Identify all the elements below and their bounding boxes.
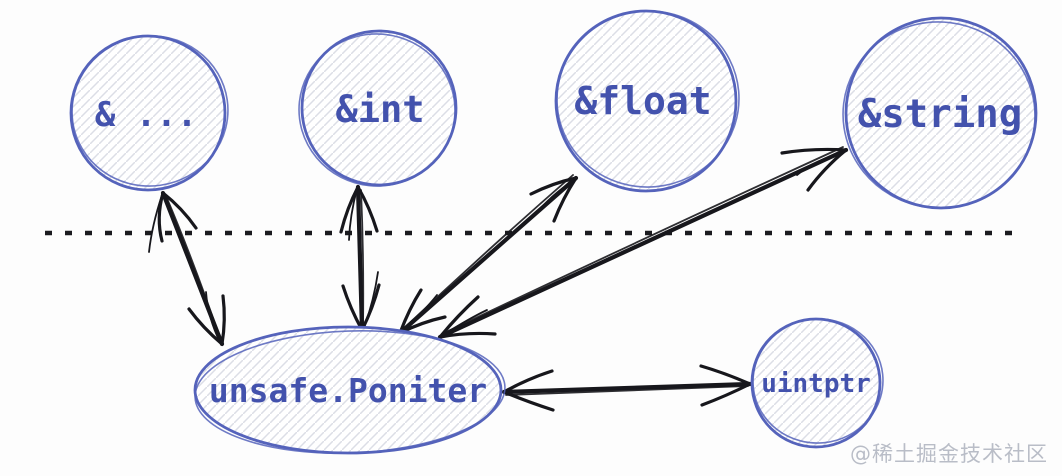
node-unsafe-pointer: unsafe.Poniter xyxy=(193,325,506,455)
node-uintptr-label: uintptr xyxy=(761,369,871,399)
edge-pointer-uintptr xyxy=(501,364,753,412)
node-any-pointer-label: & ... xyxy=(95,95,197,135)
node-float-pointer-label: &float xyxy=(574,79,711,123)
edge-pointer-int xyxy=(339,184,381,333)
edge-pointer-string xyxy=(437,146,849,340)
node-int-pointer: &int xyxy=(298,29,458,187)
watermark-text: @稀土掘金技术社区 xyxy=(850,442,1048,466)
edge-pointer-float xyxy=(397,174,579,336)
node-unsafe-pointer-label: unsafe.Poniter xyxy=(209,371,487,410)
node-string-pointer: &string xyxy=(842,16,1038,210)
node-int-pointer-label: &int xyxy=(335,88,424,131)
edge-pointer-any xyxy=(148,190,226,347)
node-any-pointer: & ... xyxy=(69,34,229,192)
node-float-pointer: &float xyxy=(554,9,740,193)
node-string-pointer-label: &string xyxy=(858,92,1022,137)
node-uintptr: uintptr xyxy=(750,317,884,449)
